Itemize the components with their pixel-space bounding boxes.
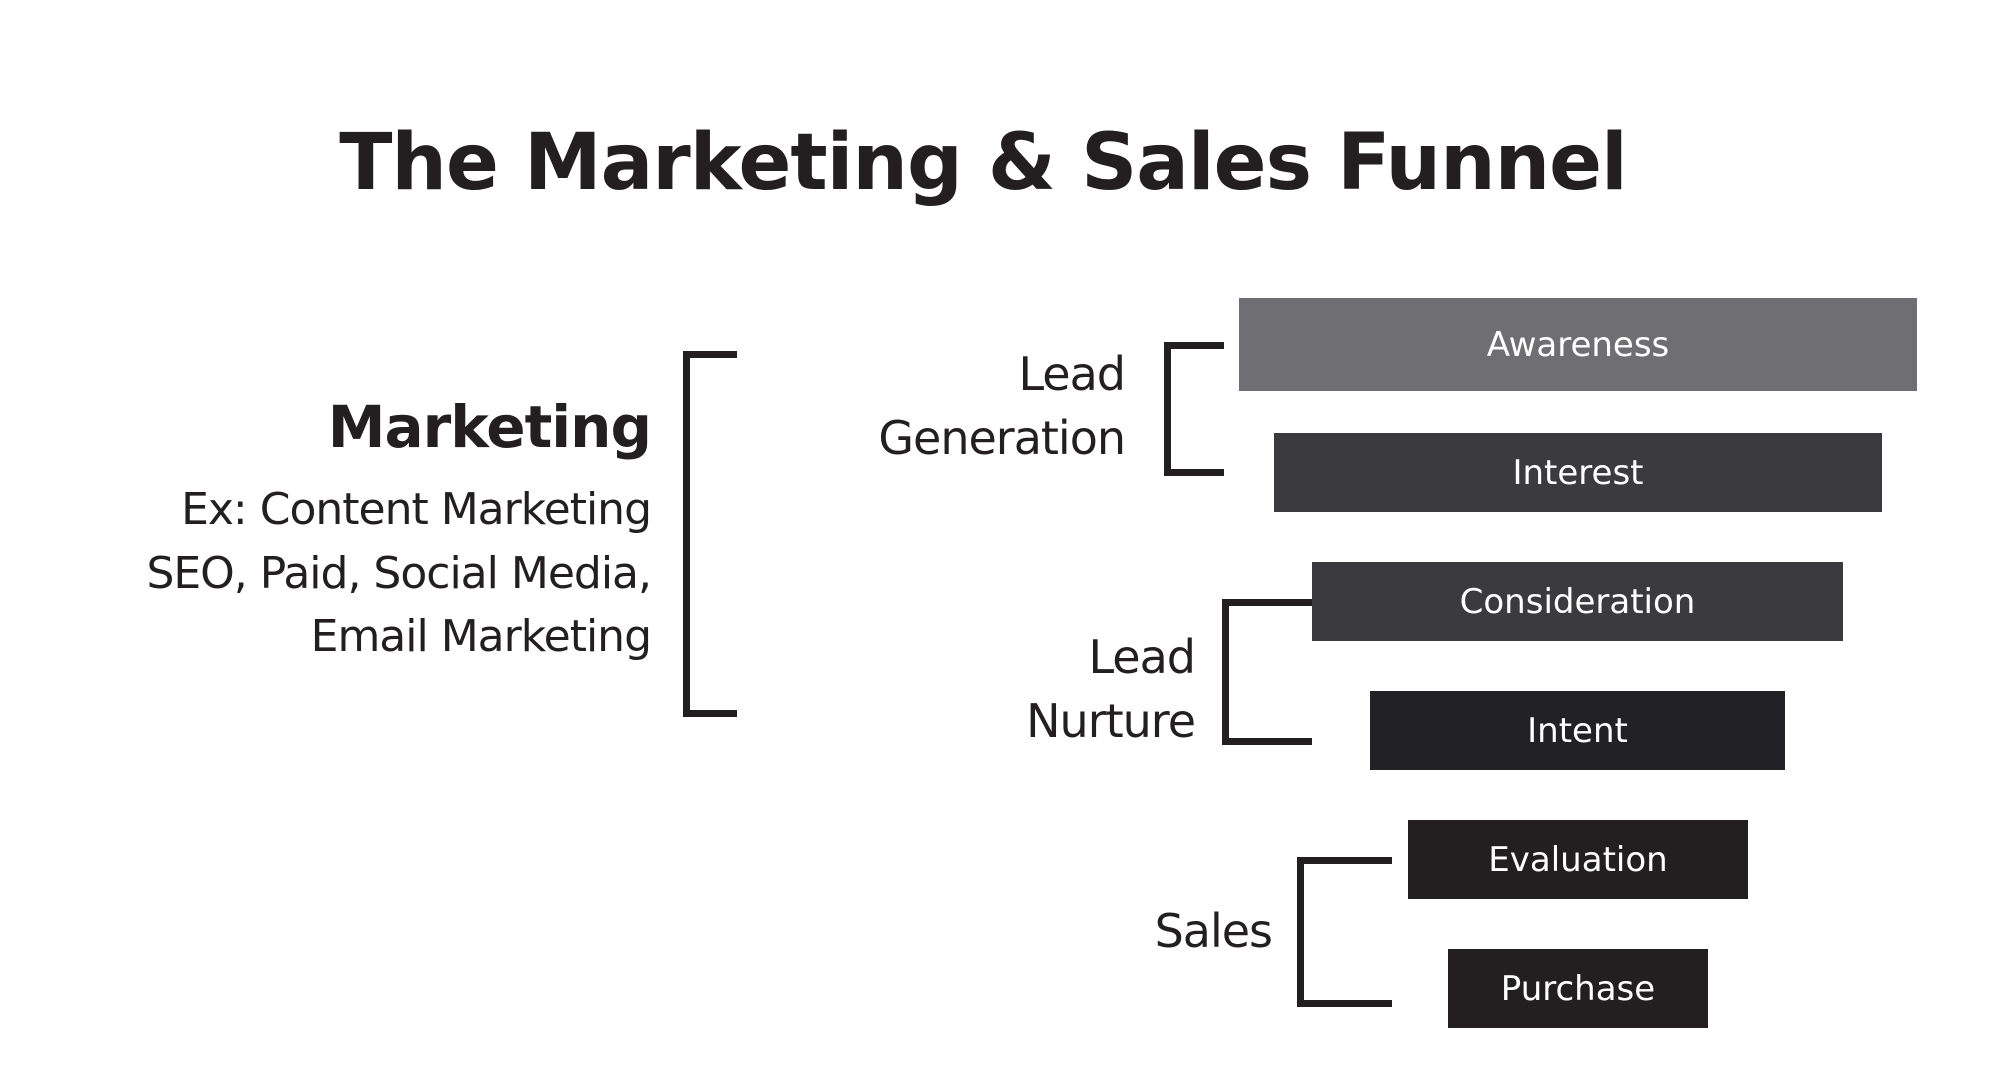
stage-intent: Intent — [1370, 691, 1785, 770]
group-label-line: Nurture — [1026, 694, 1196, 748]
group-label-lead-nurture: Lead Nurture — [1026, 625, 1196, 753]
lead-generation-bracket — [1164, 342, 1224, 476]
stage-purchase: Purchase — [1448, 949, 1708, 1028]
stage-label: Consideration — [1459, 581, 1696, 622]
stage-evaluation: Evaluation — [1408, 820, 1748, 899]
lead-nurture-bracket — [1222, 599, 1312, 745]
group-label-lead-generation: Lead Generation — [878, 342, 1126, 470]
marketing-example-line: SEO, Paid, Social Media, — [146, 548, 652, 599]
marketing-example-line: Email Marketing — [310, 611, 652, 662]
stage-label: Evaluation — [1488, 839, 1668, 880]
stage-label: Awareness — [1486, 324, 1670, 365]
group-label-line: Generation — [878, 411, 1126, 465]
stage-label: Purchase — [1500, 968, 1656, 1009]
group-label-sales: Sales — [1154, 899, 1273, 963]
marketing-heading: Marketing — [327, 393, 652, 461]
stage-label: Interest — [1512, 452, 1644, 493]
stage-interest: Interest — [1274, 433, 1882, 512]
stage-awareness: Awareness — [1239, 298, 1917, 391]
group-label-line: Lead — [1018, 347, 1126, 401]
marketing-example-line: Ex: Content Marketing — [181, 484, 652, 535]
stage-label: Intent — [1527, 710, 1628, 751]
page-title: The Marketing & Sales Funnel — [339, 118, 1628, 208]
group-label-line: Sales — [1154, 904, 1273, 958]
group-label-line: Lead — [1088, 630, 1196, 684]
stage-consideration: Consideration — [1312, 562, 1843, 641]
sales-bracket — [1297, 857, 1392, 1007]
marketing-bracket — [683, 351, 737, 717]
